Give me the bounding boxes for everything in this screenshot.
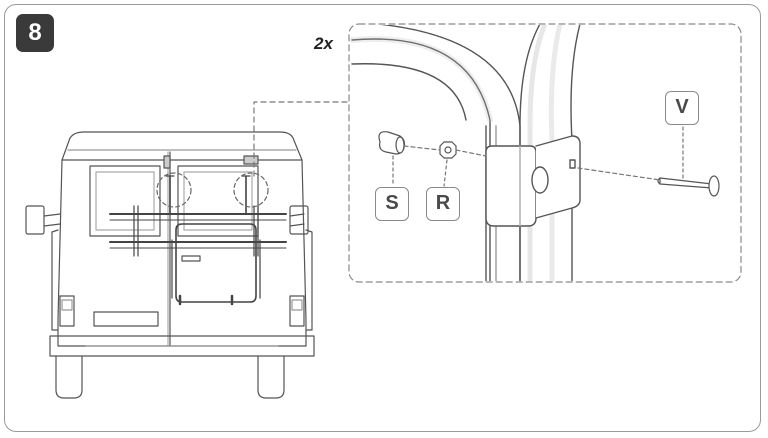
nut-part <box>439 141 457 159</box>
bike-carrier <box>109 175 287 306</box>
part-label-v: V <box>665 91 699 125</box>
detail-leader-line <box>253 101 351 177</box>
part-label-r: R <box>426 187 460 221</box>
mount-point-right-marker <box>233 172 269 208</box>
assembly-axis-right <box>577 167 661 181</box>
assembly-axis-left <box>403 145 487 157</box>
part-label-s: S <box>375 187 409 221</box>
end-cap-part <box>378 131 406 155</box>
step-number-badge: 8 <box>16 14 54 52</box>
panel-frame <box>4 4 761 432</box>
quantity-label: 2x <box>314 34 333 53</box>
van-rear-view <box>25 131 315 399</box>
detail-tube-frame <box>350 25 581 281</box>
mount-point-left-marker <box>156 172 192 208</box>
detail-zoom-box <box>348 23 742 283</box>
bolt-part <box>657 175 720 197</box>
leader-r <box>443 159 448 187</box>
